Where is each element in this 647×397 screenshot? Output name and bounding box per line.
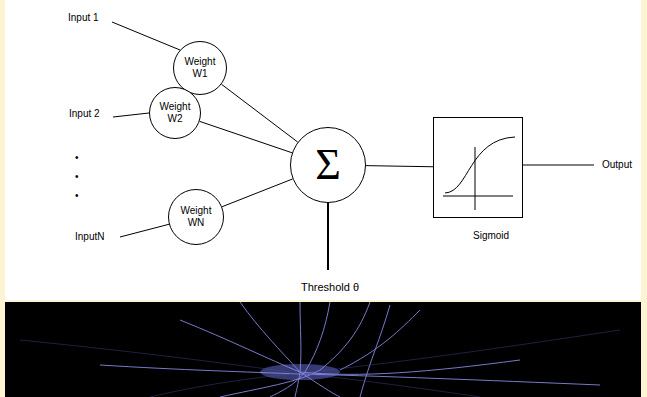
input-label: Input 1 — [68, 12, 99, 24]
weight-circle: Weight W2 — [149, 87, 201, 139]
input-label: Input 2 — [69, 108, 100, 120]
threshold-wire — [327, 203, 329, 270]
box-outline — [434, 118, 523, 218]
neuron-fibre — [240, 302, 340, 397]
neuron-image — [5, 302, 641, 397]
weight-label: Weight WN — [177, 205, 215, 229]
output-label: Output — [602, 159, 632, 171]
weight-label: Weight W1 — [181, 56, 219, 80]
input-wire — [120, 224, 170, 237]
neuron-fibre — [340, 310, 420, 370]
input-label: InputN — [75, 231, 104, 243]
connector — [222, 84, 298, 142]
input-wire — [112, 22, 180, 50]
connector — [200, 121, 292, 152]
y-axis — [475, 147, 476, 210]
neuron-fibre — [180, 320, 520, 374]
threshold-label: Threshold θ — [301, 280, 359, 294]
x-axis — [443, 196, 513, 197]
output-wire — [523, 165, 594, 166]
sigmoid-graph — [433, 117, 523, 218]
sigmoid-box: Sigmoid — [433, 117, 523, 218]
ellipsis-dot: • — [75, 171, 79, 183]
neuron-fibre — [100, 365, 600, 385]
sigmoid-curve — [445, 137, 515, 193]
input-wire — [113, 113, 149, 117]
neuron-fibre — [150, 373, 300, 397]
connector — [222, 179, 293, 207]
neuron-fibre — [360, 305, 390, 397]
neuron-fibre — [310, 330, 620, 372]
sum-symbol: Σ — [315, 143, 341, 187]
ellipsis-dot: • — [75, 152, 79, 164]
neuron-fibre — [305, 374, 480, 397]
neuron-fibre — [20, 340, 290, 372]
summation-circle: Σ — [290, 127, 366, 203]
connector — [366, 166, 433, 167]
ellipsis-dot: • — [75, 190, 79, 202]
neuron-fibre — [270, 302, 330, 397]
image-ground — [5, 302, 641, 397]
weight-circle: Weight WN — [168, 189, 224, 245]
box-caption: Sigmoid — [473, 230, 509, 242]
neuron-fibre — [220, 302, 370, 397]
weight-label: Weight W2 — [156, 101, 194, 125]
neuron-fibre — [295, 302, 301, 397]
